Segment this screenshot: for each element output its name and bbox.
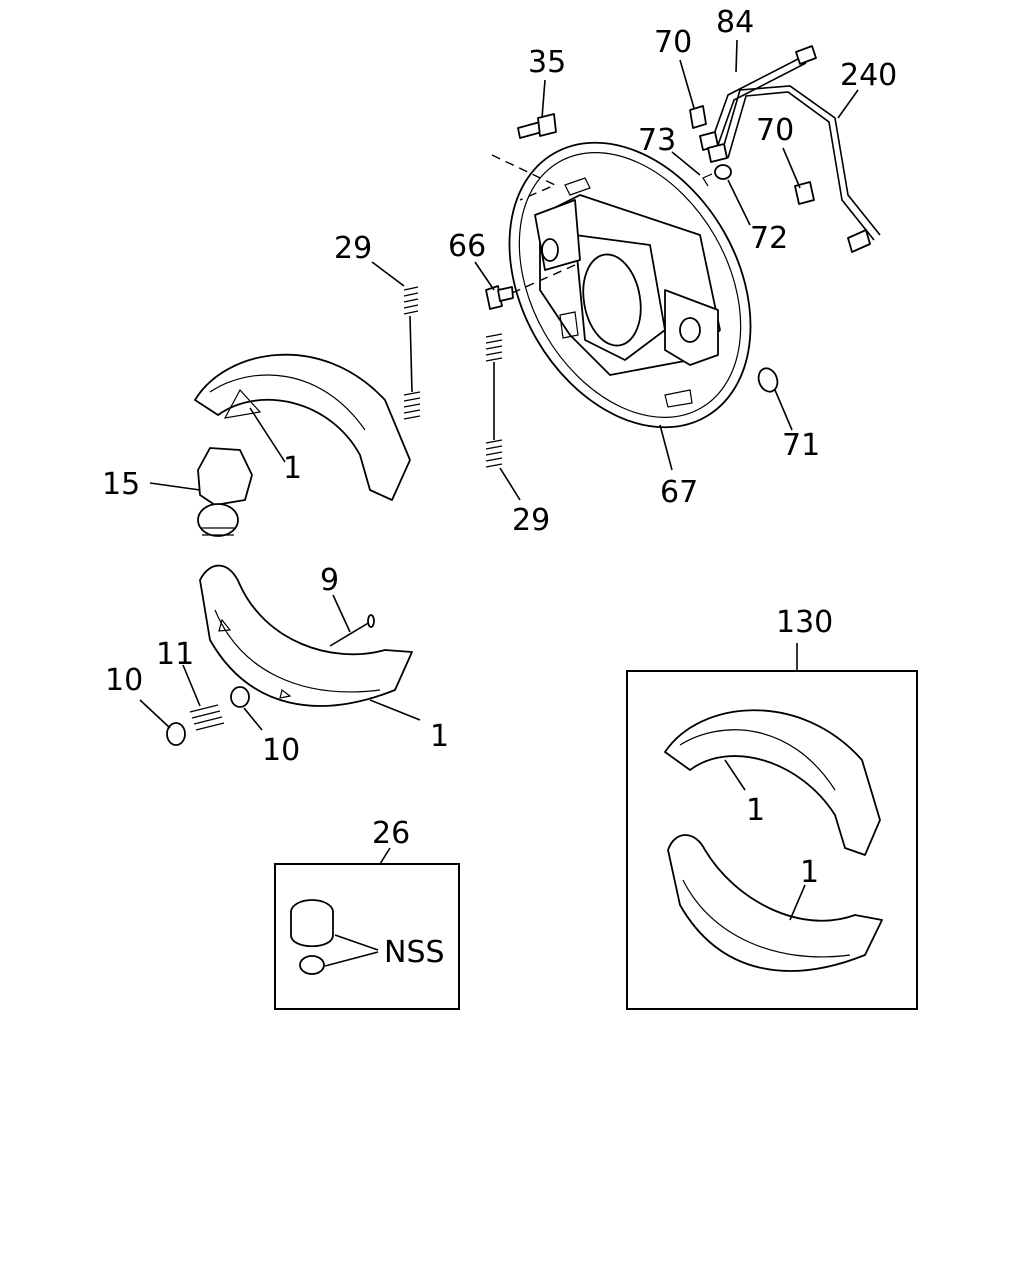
label-240: 240 bbox=[840, 58, 897, 93]
label-130: 130 bbox=[776, 605, 833, 640]
label-73: 73 bbox=[638, 123, 676, 158]
label-1c: 1 bbox=[746, 793, 765, 828]
pin-9 bbox=[329, 614, 375, 647]
label-nss: NSS bbox=[384, 935, 445, 970]
label-10b: 10 bbox=[262, 733, 300, 768]
brake-shoe-upper bbox=[194, 353, 411, 501]
kit-box-26 bbox=[274, 863, 460, 1010]
label-29a: 29 bbox=[334, 231, 372, 266]
label-72: 72 bbox=[750, 221, 788, 256]
bolt-35 bbox=[491, 113, 557, 201]
part-labels: 35 70 84 240 73 70 72 29 66 1 15 29 71 6… bbox=[102, 5, 897, 970]
label-11: 11 bbox=[156, 637, 194, 672]
label-84: 84 bbox=[716, 5, 754, 40]
label-1a: 1 bbox=[283, 451, 302, 486]
spring-lower-29 bbox=[485, 333, 503, 468]
label-15: 15 bbox=[102, 467, 140, 502]
label-26: 26 bbox=[372, 816, 410, 851]
spring-upper-29 bbox=[403, 286, 421, 420]
label-10a: 10 bbox=[105, 663, 143, 698]
label-70a: 70 bbox=[654, 25, 692, 60]
label-70b: 70 bbox=[756, 113, 794, 148]
label-1d: 1 bbox=[800, 855, 819, 890]
wheel-cylinder bbox=[197, 447, 253, 537]
plug-71 bbox=[757, 367, 779, 393]
label-35: 35 bbox=[528, 45, 566, 80]
bolt-66 bbox=[485, 264, 576, 310]
brake-shoe-lower bbox=[199, 564, 413, 707]
shoe-kit-box-130 bbox=[626, 670, 918, 1010]
label-9: 9 bbox=[320, 563, 339, 598]
label-71: 71 bbox=[782, 428, 820, 463]
label-1b: 1 bbox=[430, 719, 449, 754]
backing-plate bbox=[508, 141, 752, 429]
label-29b: 29 bbox=[512, 503, 550, 538]
brake-pipes bbox=[689, 45, 881, 253]
leader-lines bbox=[139, 39, 859, 921]
hold-down-parts bbox=[166, 686, 250, 746]
label-66: 66 bbox=[448, 229, 486, 264]
label-67: 67 bbox=[660, 475, 698, 510]
